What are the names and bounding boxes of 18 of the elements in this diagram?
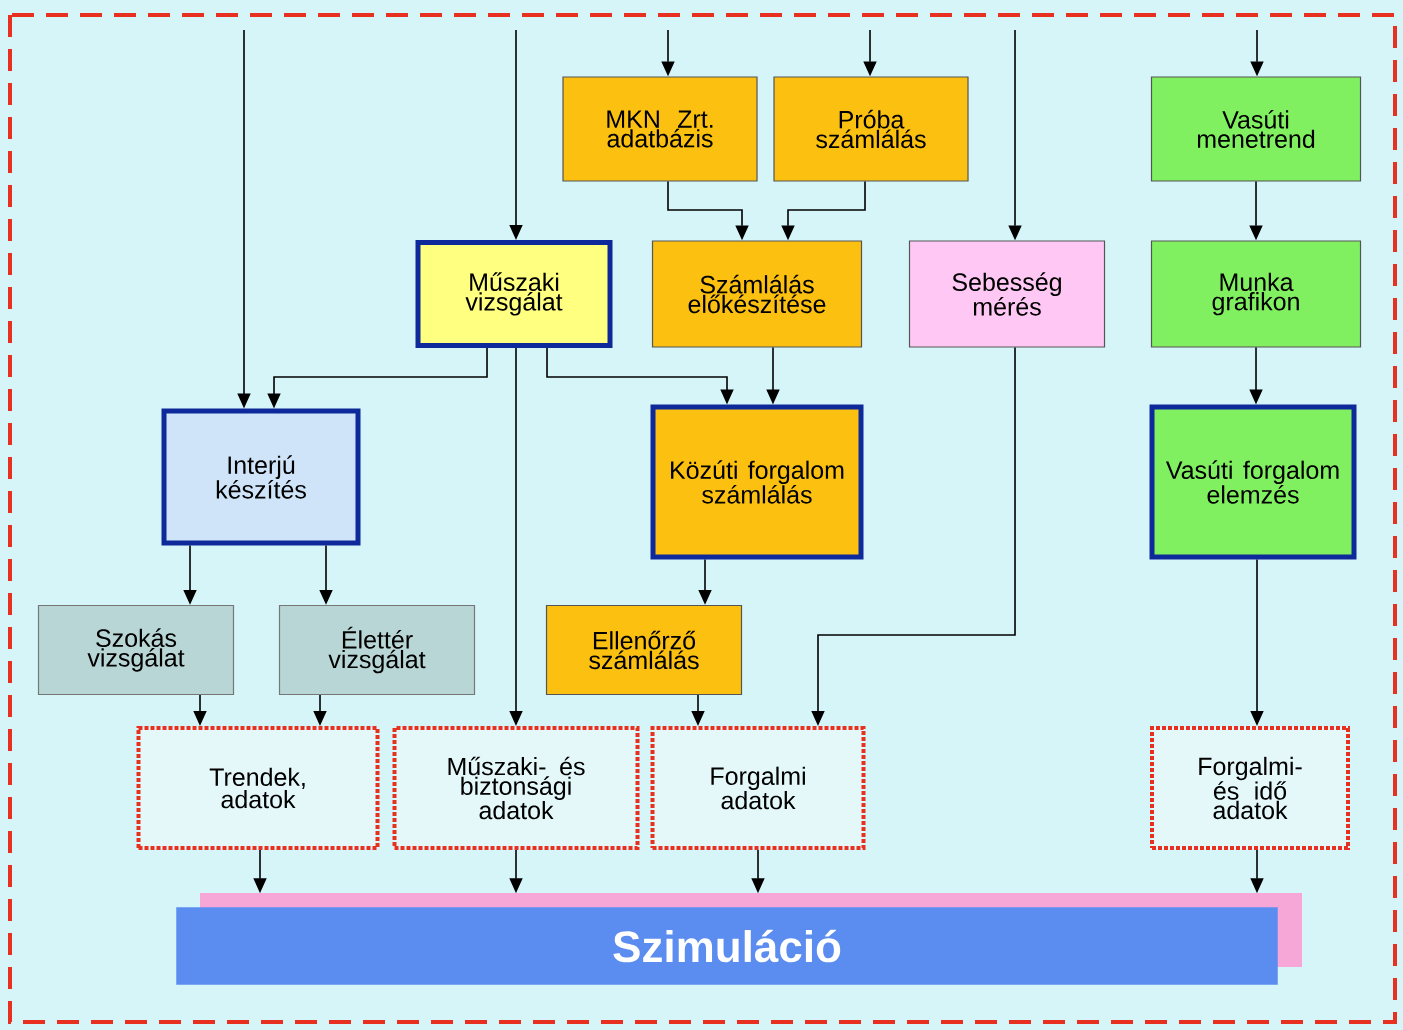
- process-box: Műszaki vizsgálat: [415, 240, 613, 348]
- process-box: Élettér vizsgálat: [278, 604, 476, 696]
- process-box: Vasúti menetrend: [1150, 76, 1362, 182]
- process-box: Vasúti forgalom elemzés: [1149, 404, 1357, 560]
- simulation-bar: Szimuláció: [176, 893, 1302, 985]
- data-box: Forgalmi- és idő adatok: [1150, 726, 1350, 850]
- process-box: Interjú készítés: [161, 408, 361, 546]
- process-box: Szokás vizsgálat: [37, 604, 235, 696]
- process-box: Közúti forgalom számlálás: [650, 404, 864, 560]
- process-box: Próba számlálás: [773, 76, 969, 182]
- process-box: Ellenőrző számlálás: [545, 604, 743, 696]
- data-box: Műszaki- és biztonsági adatok: [392, 726, 640, 850]
- data-box: Trendek, adatok: [136, 726, 380, 850]
- process-box: MKN Zrt. adatbázis: [562, 76, 758, 182]
- process-box: Munka grafikon: [1150, 240, 1362, 348]
- process-box: Számlálás előkészítése: [651, 240, 863, 348]
- process-box: Sebesség mérés: [908, 240, 1106, 348]
- data-box: Forgalmi adatok: [650, 726, 866, 850]
